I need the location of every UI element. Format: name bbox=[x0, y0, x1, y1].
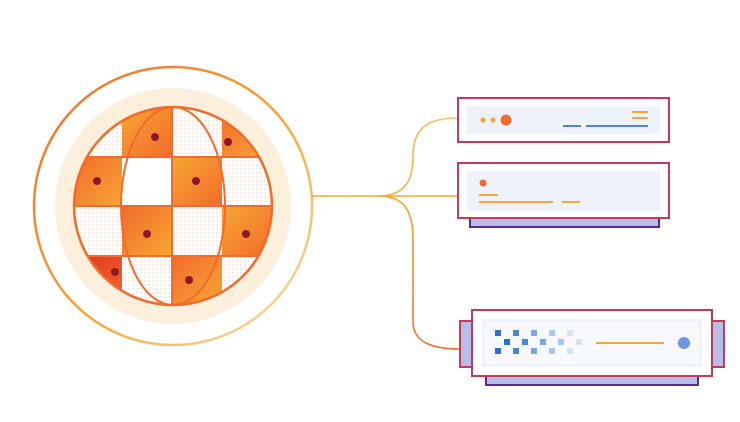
globe-icon bbox=[34, 67, 312, 345]
server-middle-status-light bbox=[480, 180, 487, 187]
connector-lines bbox=[312, 118, 460, 349]
server-icon bbox=[458, 98, 669, 142]
server-icon bbox=[460, 310, 724, 385]
server-icon bbox=[458, 163, 669, 227]
server-bottom-status-light bbox=[678, 337, 690, 349]
connector-top bbox=[378, 118, 458, 196]
server-top-status-light bbox=[501, 115, 512, 126]
server-middle-panel bbox=[467, 171, 660, 211]
connector-bottom bbox=[378, 196, 460, 349]
server-top-panel bbox=[467, 106, 660, 134]
